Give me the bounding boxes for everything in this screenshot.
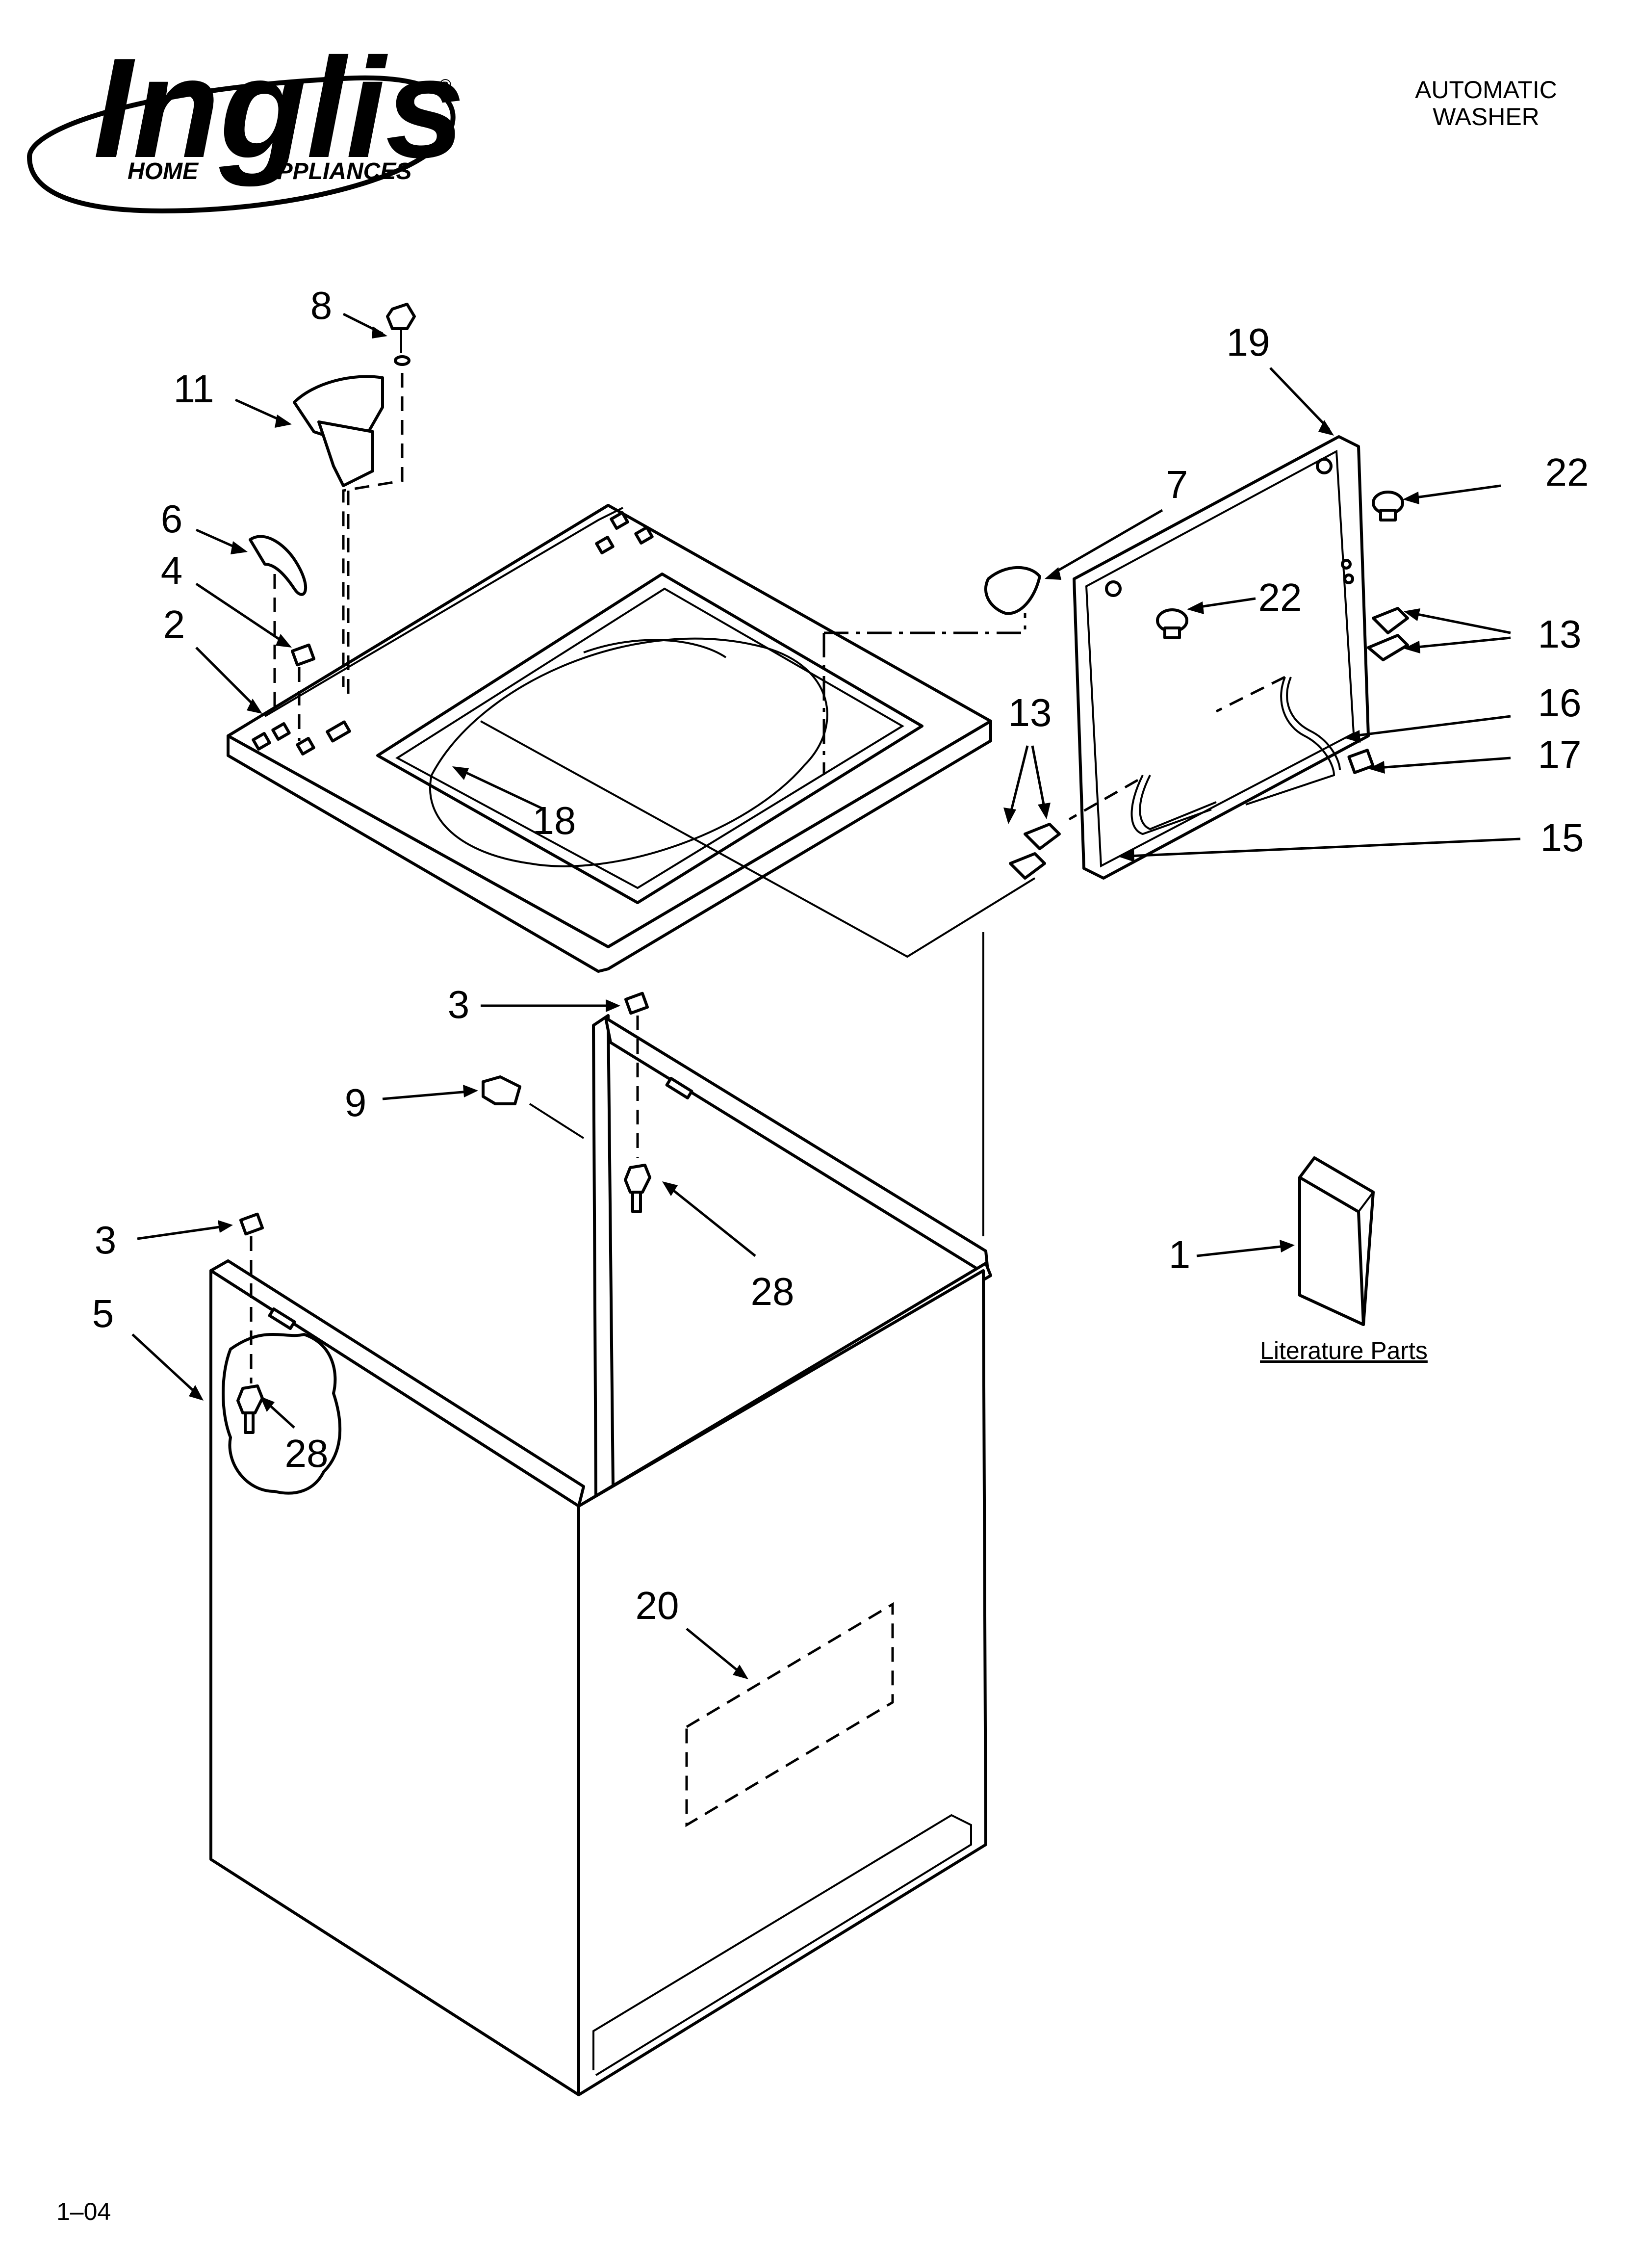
brand-logo: Inglis ® HOME APPLIANCES [26, 28, 464, 214]
hinge-rod [1130, 775, 1212, 835]
washer-cabinet [209, 1014, 992, 2096]
literature-parts [1298, 1156, 1375, 1326]
callout-13-left: 13 [1008, 691, 1052, 734]
clip-6 [249, 535, 307, 596]
callout-6: 6 [161, 497, 183, 541]
washer-top-assembly [227, 504, 992, 973]
literature-caption: Literature Parts [1260, 1337, 1428, 1364]
clip-4 [290, 643, 316, 667]
callout-arrows [131, 313, 1521, 1679]
registered-mark: ® [439, 76, 452, 95]
clip-3-left [239, 1212, 264, 1236]
brand-tagline-appliances: APPLIANCES [259, 158, 411, 184]
callout-22-mid: 22 [1258, 575, 1302, 619]
callout-11: 11 [173, 367, 214, 411]
callout-3-top: 3 [448, 983, 470, 1026]
cabinet-label-panel [685, 1602, 894, 1827]
screw-8 [386, 303, 416, 366]
callout-15: 15 [1540, 816, 1584, 860]
screws-13-right [1367, 607, 1409, 661]
lid-switch [293, 375, 384, 487]
callout-20: 20 [636, 1584, 679, 1627]
cutaway-view [222, 1333, 342, 1495]
screw-9 [482, 1075, 585, 1139]
screw-28-top [624, 1164, 651, 1213]
screws-13-left [1009, 823, 1061, 880]
callout-28-cutaway: 28 [285, 1432, 329, 1475]
callout-13-right: 13 [1538, 612, 1582, 656]
brand-tagline-home: HOME [128, 158, 199, 184]
callout-8: 8 [310, 284, 333, 327]
callout-3-left: 3 [95, 1218, 117, 1262]
callout-4: 4 [161, 548, 183, 592]
title-line-1: AUTOMATIC [1415, 76, 1557, 104]
bushing-17 [1347, 749, 1375, 774]
callout-9: 9 [345, 1081, 367, 1124]
screw-28-cutaway [236, 1384, 264, 1434]
page-code: 1–04 [56, 2198, 111, 2225]
bumper-22-mid [1156, 608, 1188, 639]
callout-19: 19 [1227, 320, 1270, 364]
callout-17: 17 [1538, 732, 1582, 776]
callout-28-top: 28 [751, 1270, 795, 1313]
callout-18: 18 [533, 799, 576, 842]
callout-22-top: 22 [1545, 450, 1589, 494]
callout-5: 5 [92, 1292, 114, 1335]
washer-lid [1073, 435, 1370, 880]
callout-2: 2 [163, 602, 185, 646]
title-line-2: WASHER [1433, 103, 1539, 130]
callout-1: 1 [1169, 1233, 1191, 1277]
lid-bumper [984, 566, 1041, 615]
brand-name: Inglis [93, 28, 464, 188]
clip-3-top [624, 991, 649, 1015]
callout-7: 7 [1166, 463, 1188, 506]
callout-16: 16 [1538, 681, 1582, 725]
bumper-22-top [1372, 491, 1404, 521]
